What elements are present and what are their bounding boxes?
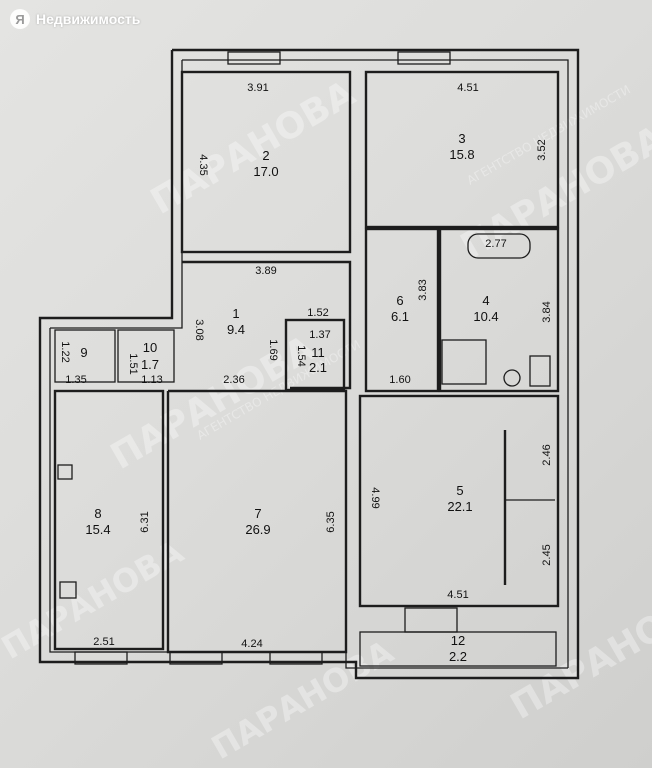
dimension: 2.36: [223, 374, 244, 386]
room-number: 10: [143, 340, 157, 355]
dimension: 1.51: [127, 353, 139, 374]
dimension: 2.51: [93, 636, 114, 648]
dimension: 1.35: [65, 374, 86, 386]
watermark-text: ПАРАНОВА: [104, 328, 322, 478]
dimension: 1.13: [141, 374, 162, 386]
room-number: 4: [482, 293, 489, 308]
dimension: 3.52: [536, 139, 548, 160]
yandex-logo-icon: Я: [10, 9, 30, 29]
room-number: 11: [311, 345, 325, 360]
room-number: 9: [80, 345, 87, 360]
dimension: 1.54: [295, 345, 307, 366]
dimension-labels: 3.91 4.51 4.35 3.52 3.89 2.77 3.83 3.84 …: [59, 82, 553, 650]
watermark-text: ПАРАНОВА: [144, 73, 362, 223]
dimension: 2.77: [485, 238, 506, 250]
dimension: 3.89: [255, 265, 276, 277]
room-area: 22.1: [447, 499, 472, 514]
dimension: 4.35: [197, 154, 209, 175]
dimension: 3.83: [417, 279, 429, 300]
room-number: 5: [456, 483, 463, 498]
room-area: 15.4: [85, 522, 110, 537]
dimension: 1.60: [389, 374, 410, 386]
room-area: 15.8: [449, 147, 474, 162]
dimension: 3.91: [247, 82, 268, 94]
room-number: 3: [458, 131, 465, 146]
room-number: 12: [451, 633, 465, 648]
room-area: 2.1: [309, 360, 327, 375]
dimension: 3.08: [193, 319, 205, 340]
dimension: 2.45: [541, 544, 553, 565]
dimension: 6.35: [325, 511, 337, 532]
dimension: 2.46: [541, 444, 553, 465]
brand-title: Недвижимость: [36, 11, 141, 27]
dimension: 1.37: [309, 329, 330, 341]
room-area: 2.2: [449, 649, 467, 664]
room-number: 1: [232, 306, 239, 321]
room-area: 9.4: [227, 322, 245, 337]
room-area: 17.0: [253, 164, 278, 179]
room-number: 2: [262, 148, 269, 163]
room-labels: 2 17.0 3 15.8 1 9.4 6 6.1 4 10.4 9 10 1.…: [80, 131, 498, 664]
dimension: 4.51: [447, 589, 468, 601]
room-number: 8: [94, 506, 101, 521]
dimension: 3.84: [541, 301, 553, 322]
walls: [38, 48, 580, 680]
dimension: 4.24: [241, 638, 262, 650]
dimension: 1.69: [267, 339, 279, 360]
dimension: 4.51: [457, 82, 478, 94]
dimension: 1.22: [59, 341, 71, 362]
room-area: 1.7: [141, 357, 159, 372]
brand-bar: Я Недвижимость: [10, 6, 140, 32]
room-number: 6: [396, 293, 403, 308]
room-area: 6.1: [391, 309, 409, 324]
room-number: 7: [254, 506, 261, 521]
dimension: 6.31: [139, 511, 151, 532]
room-area: 26.9: [245, 522, 270, 537]
dimension: 1.52: [307, 307, 328, 319]
dimension: 4.99: [369, 487, 381, 508]
room-area: 10.4: [473, 309, 498, 324]
